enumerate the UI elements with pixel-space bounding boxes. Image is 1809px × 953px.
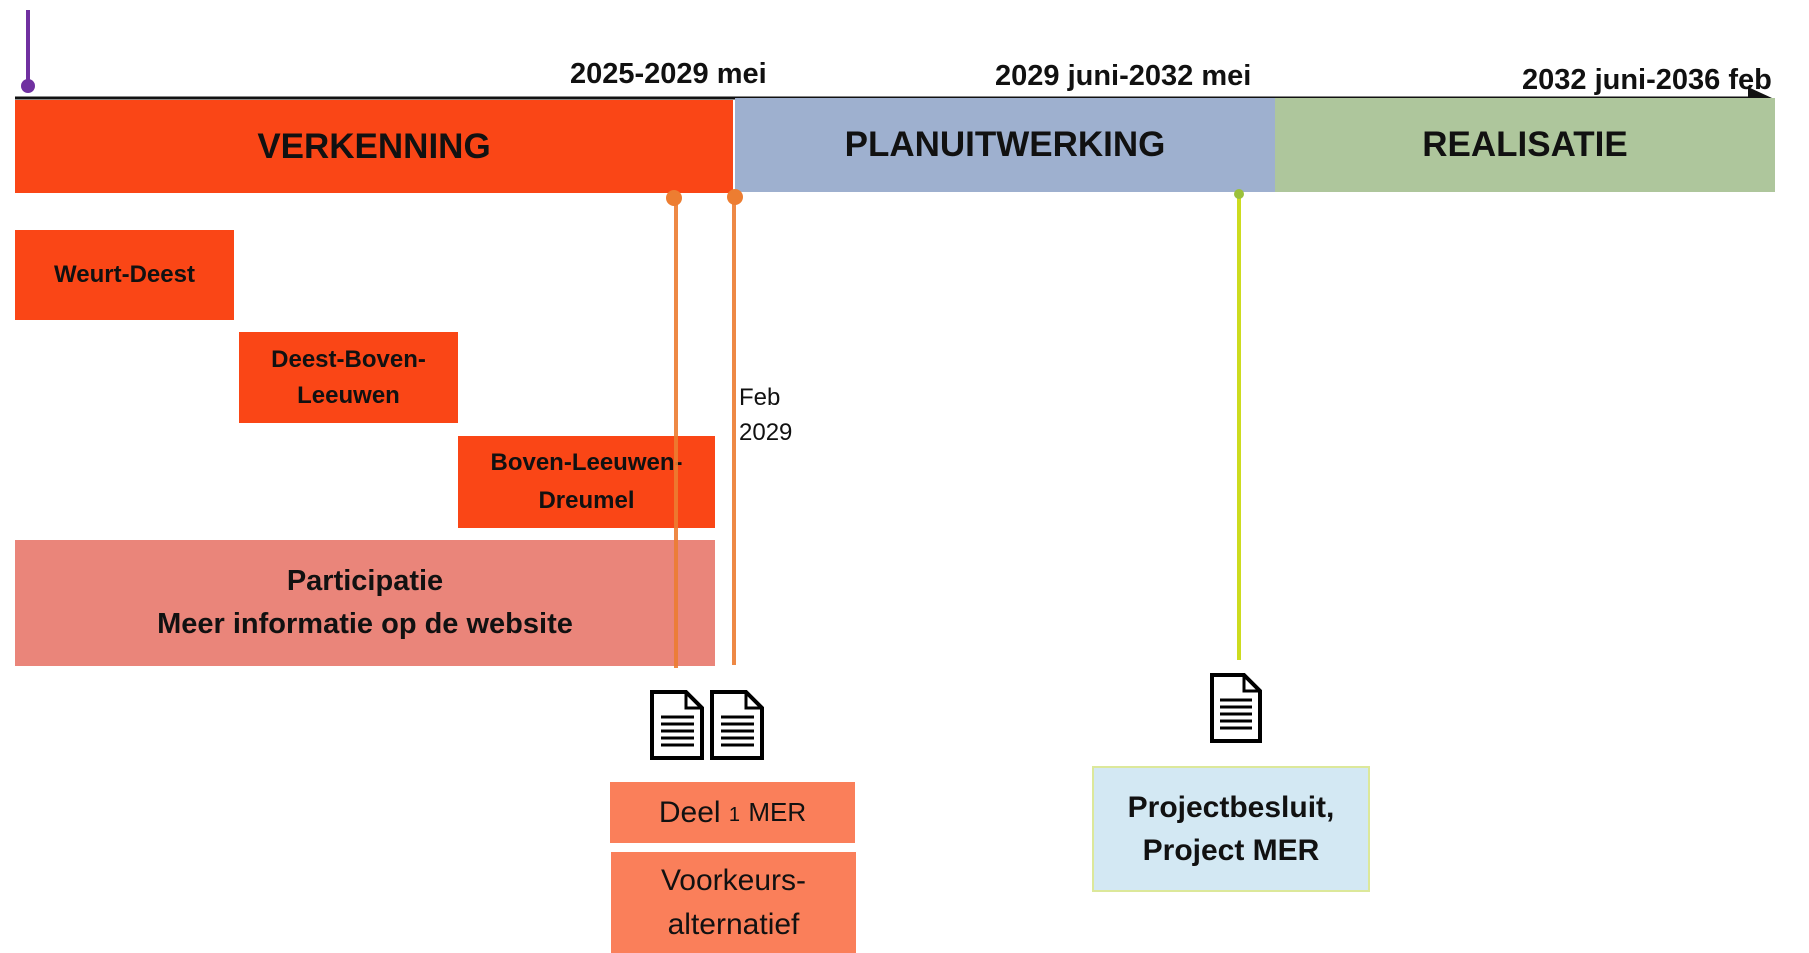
document-icon: [1210, 673, 1262, 743]
deel-number: 1: [728, 804, 741, 826]
participation-title: Participatie: [286, 564, 444, 597]
segment-deest-boven-line2: Leeuwen: [297, 381, 400, 409]
milestone-dot-1: [666, 190, 682, 206]
segment-boven-leeuwen-dreumel: Boven-Leeuwen- Dreumel: [458, 436, 715, 528]
phase-planuitwerking: PLANUITWERKING: [735, 98, 1275, 192]
document-icon: [650, 690, 704, 760]
milestone-dot-3: [1234, 189, 1244, 199]
projectbesluit-line1: Projectbesluit,: [1127, 790, 1335, 824]
date-verkenning: 2025-2029 mei: [570, 58, 767, 90]
participation-subtitle: Meer informatie op de website: [157, 608, 573, 640]
phase-verkenning: VERKENNING: [15, 100, 733, 193]
milestone-date-line2: 2029: [739, 419, 793, 446]
date-planuitwerking: 2029 juni-2032 mei: [995, 60, 1252, 92]
segment-deest-boven-leeuwen: Deest-Boven- Leeuwen: [239, 332, 458, 423]
participation-box: Participatie Meer informatie op de websi…: [15, 540, 715, 666]
milestone-date-line1: Feb: [739, 384, 781, 411]
segment-boven-dreumel-line2: Dreumel: [538, 487, 635, 514]
deel-suffix: MER: [748, 796, 807, 827]
milestone-date-label: Feb 2029: [739, 380, 792, 450]
document-icon: [710, 690, 764, 760]
deel-prefix: Deel: [658, 795, 721, 829]
phase-realisatie-label: REALISATIE: [1422, 125, 1628, 164]
phase-realisatie: REALISATIE: [1275, 98, 1775, 192]
start-marker-dot: [21, 79, 35, 93]
segment-weurt-deest-label: Weurt-Deest: [54, 261, 195, 288]
date-realisatie: 2032 juni-2036 feb: [1522, 64, 1772, 96]
projectbesluit-line2: Project MER: [1142, 834, 1320, 867]
phase-verkenning-label: VERKENNING: [257, 126, 491, 166]
milestone-dot-2: [727, 189, 743, 205]
voorkeur-line1: Voorkeurs-: [660, 864, 807, 897]
voorkeur-line2: alternatief: [667, 907, 800, 941]
phase-planuitwerking-label: PLANUITWERKING: [844, 125, 1166, 164]
projectbesluit-box: Projectbesluit, Project MER: [1092, 766, 1370, 892]
segment-weurt-deest: Weurt-Deest: [15, 230, 234, 320]
segment-boven-dreumel-line1: Boven-Leeuwen-: [490, 448, 683, 476]
deel-1-mer-box: Deel 1 MER: [610, 782, 855, 843]
voorkeursalternatief-box: Voorkeurs- alternatief: [611, 852, 856, 953]
segment-deest-boven-line1: Deest-Boven-: [271, 345, 426, 373]
